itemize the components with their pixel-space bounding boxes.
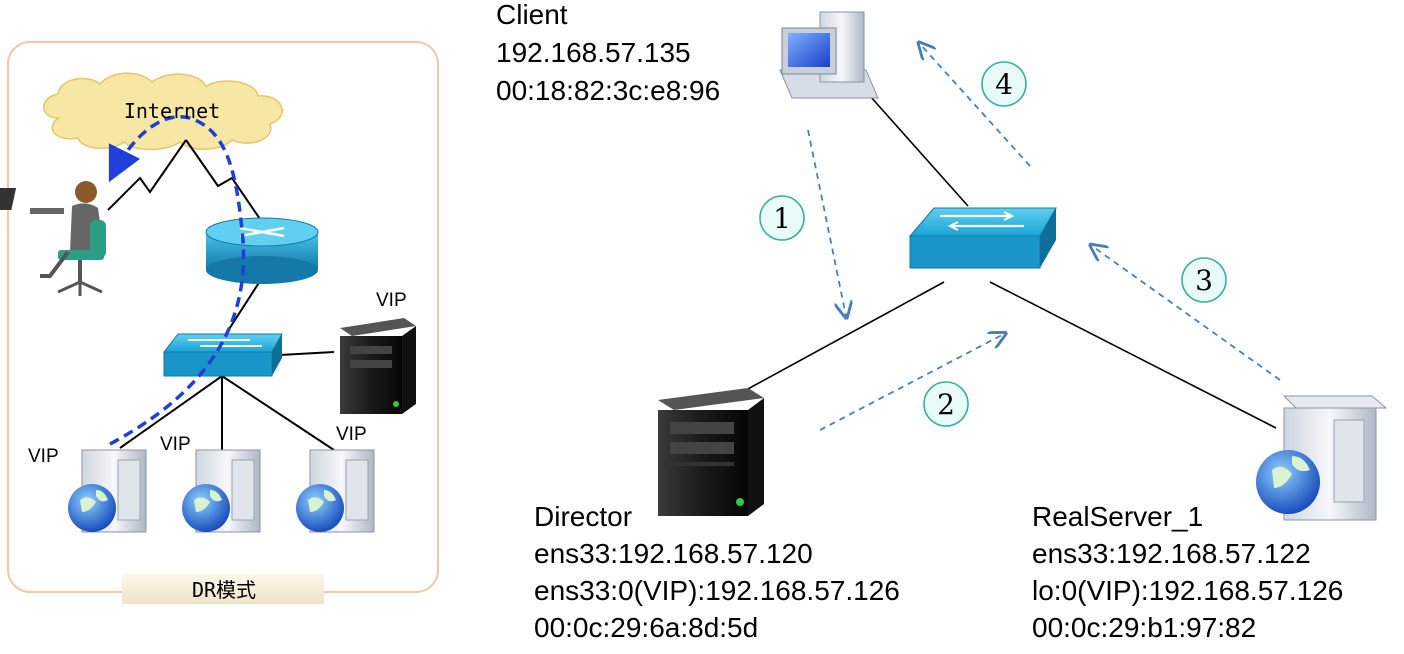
flow-arrow-2 bbox=[819, 334, 1004, 431]
vip-label: VIP bbox=[336, 424, 367, 445]
step-2-circle bbox=[923, 381, 969, 427]
vip-label: VIP bbox=[160, 434, 191, 455]
server-tower-icon bbox=[340, 318, 416, 414]
internet-label: Internet bbox=[124, 99, 220, 123]
realserver-vip: lo:0(VIP):192.168.57.126 bbox=[1032, 575, 1344, 606]
internet-cloud-icon bbox=[43, 72, 283, 151]
desktop-pc-icon bbox=[779, 11, 879, 99]
realserver-mac: 00:0c:29:b1:97:82 bbox=[1032, 612, 1257, 643]
flow-arrows bbox=[807, 44, 1281, 431]
director-name: Director bbox=[534, 501, 633, 532]
vip-label: VIP bbox=[28, 446, 59, 467]
flow-arrow-4 bbox=[920, 44, 1031, 167]
web-server-icon bbox=[182, 449, 261, 533]
switch-icon bbox=[908, 207, 1057, 269]
user-laptop-icon bbox=[0, 181, 106, 296]
web-server-icon bbox=[1256, 395, 1388, 521]
server-tower-icon bbox=[658, 388, 764, 516]
realserver-info: RealServer_1 ens33:192.168.57.122 lo:0(V… bbox=[1032, 502, 1343, 643]
web-server-icon bbox=[68, 449, 147, 533]
flow-arrow-1 bbox=[807, 129, 846, 316]
client-mac: 00:18:82:3c:e8:96 bbox=[496, 75, 721, 106]
step-circles: 1 2 3 4 bbox=[759, 61, 1227, 427]
director-info: Director ens33:192.168.57.120 ens33:0(VI… bbox=[534, 502, 900, 643]
director-mac: 00:0c:29:6a:8d:5d bbox=[534, 612, 759, 643]
mode-label: DR模式 bbox=[192, 578, 256, 602]
router-icon bbox=[205, 217, 319, 284]
dr-response-path bbox=[108, 114, 246, 446]
client-name: Client bbox=[496, 0, 568, 30]
director-vip: ens33:0(VIP):192.168.57.126 bbox=[534, 575, 900, 606]
flow-arrow-3 bbox=[1092, 246, 1281, 381]
step-1-number: 1 bbox=[773, 202, 791, 235]
vip-label: VIP bbox=[376, 290, 407, 311]
web-server-icon bbox=[296, 449, 375, 533]
right-diagram-links bbox=[723, 95, 1277, 429]
step-4-number: 4 bbox=[995, 68, 1013, 101]
switch-icon bbox=[162, 333, 283, 377]
step-3-number: 3 bbox=[1195, 264, 1213, 297]
mode-bar bbox=[122, 574, 324, 604]
step-3-circle bbox=[1181, 257, 1227, 303]
client-info: Client 192.168.57.135 00:18:82:3c:e8:96 bbox=[496, 0, 720, 106]
step-4-circle bbox=[981, 61, 1027, 107]
realserver-ens33: ens33:192.168.57.122 bbox=[1032, 538, 1311, 569]
step-1-circle bbox=[759, 195, 805, 241]
realserver-name: RealServer_1 bbox=[1032, 501, 1204, 532]
director-ens33: ens33:192.168.57.120 bbox=[534, 538, 813, 569]
client-ip: 192.168.57.135 bbox=[496, 37, 691, 68]
step-2-number: 2 bbox=[937, 388, 955, 421]
